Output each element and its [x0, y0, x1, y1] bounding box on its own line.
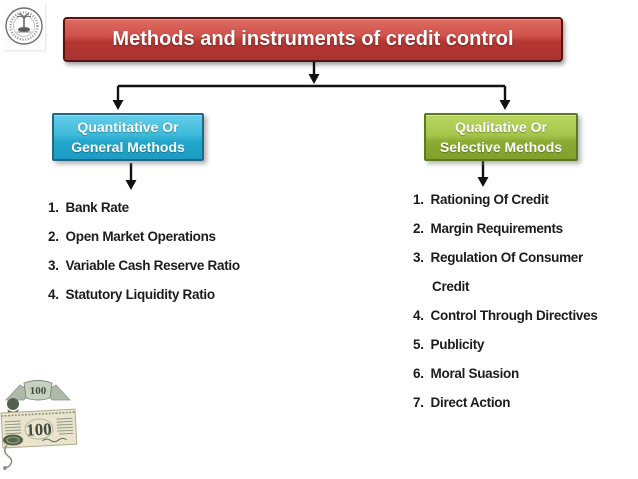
branch-label-line: Quantitative Or: [77, 119, 179, 135]
crest-100-label: 100: [30, 385, 47, 397]
branch-label-line: General Methods: [71, 139, 185, 155]
title-banner: Methods and instruments of credit contro…: [63, 17, 563, 62]
branch-label-line: Selective Methods: [439, 139, 563, 155]
list-item: 7. Direct Action: [413, 395, 511, 410]
branch-label-line: Qualitative Or: [455, 119, 547, 135]
list-item: 5. Publicity: [413, 337, 485, 352]
list-item-continuation: Credit: [432, 279, 470, 294]
list-item: 1. Rationing Of Credit: [413, 192, 549, 207]
list-item: 1. Bank Rate: [48, 200, 129, 215]
rbi-seal-icon: [5, 7, 43, 45]
logo-box: [3, 3, 45, 50]
note-100-label: 100: [26, 419, 52, 439]
branch-box-quantitative: Quantitative Or General Methods: [52, 113, 204, 161]
list-item: 2. Margin Requirements: [413, 221, 563, 236]
list-item: 4. Control Through Directives: [413, 308, 598, 323]
branch-box-qualitative: Qualitative Or Selective Methods: [424, 113, 578, 161]
quantitative-method-list: 1. Bank Rate 2. Open Market Operations 3…: [48, 199, 240, 315]
qualitative-method-list: 1. Rationing Of Credit 2. Margin Require…: [413, 191, 598, 423]
rupee-note-graphic: 100 100: [0, 378, 92, 476]
list-item: 2. Open Market Operations: [48, 229, 216, 244]
list-item: 3. Regulation Of Consumer: [413, 250, 583, 265]
list-item: 4. Statutory Liquidity Ratio: [48, 287, 215, 302]
hundred-rupee-note-icon: 100 100: [0, 380, 78, 470]
list-item: 6. Moral Suasion: [413, 366, 519, 381]
page-title: Methods and instruments of credit contro…: [112, 28, 514, 50]
list-item: 3. Variable Cash Reserve Ratio: [48, 258, 240, 273]
